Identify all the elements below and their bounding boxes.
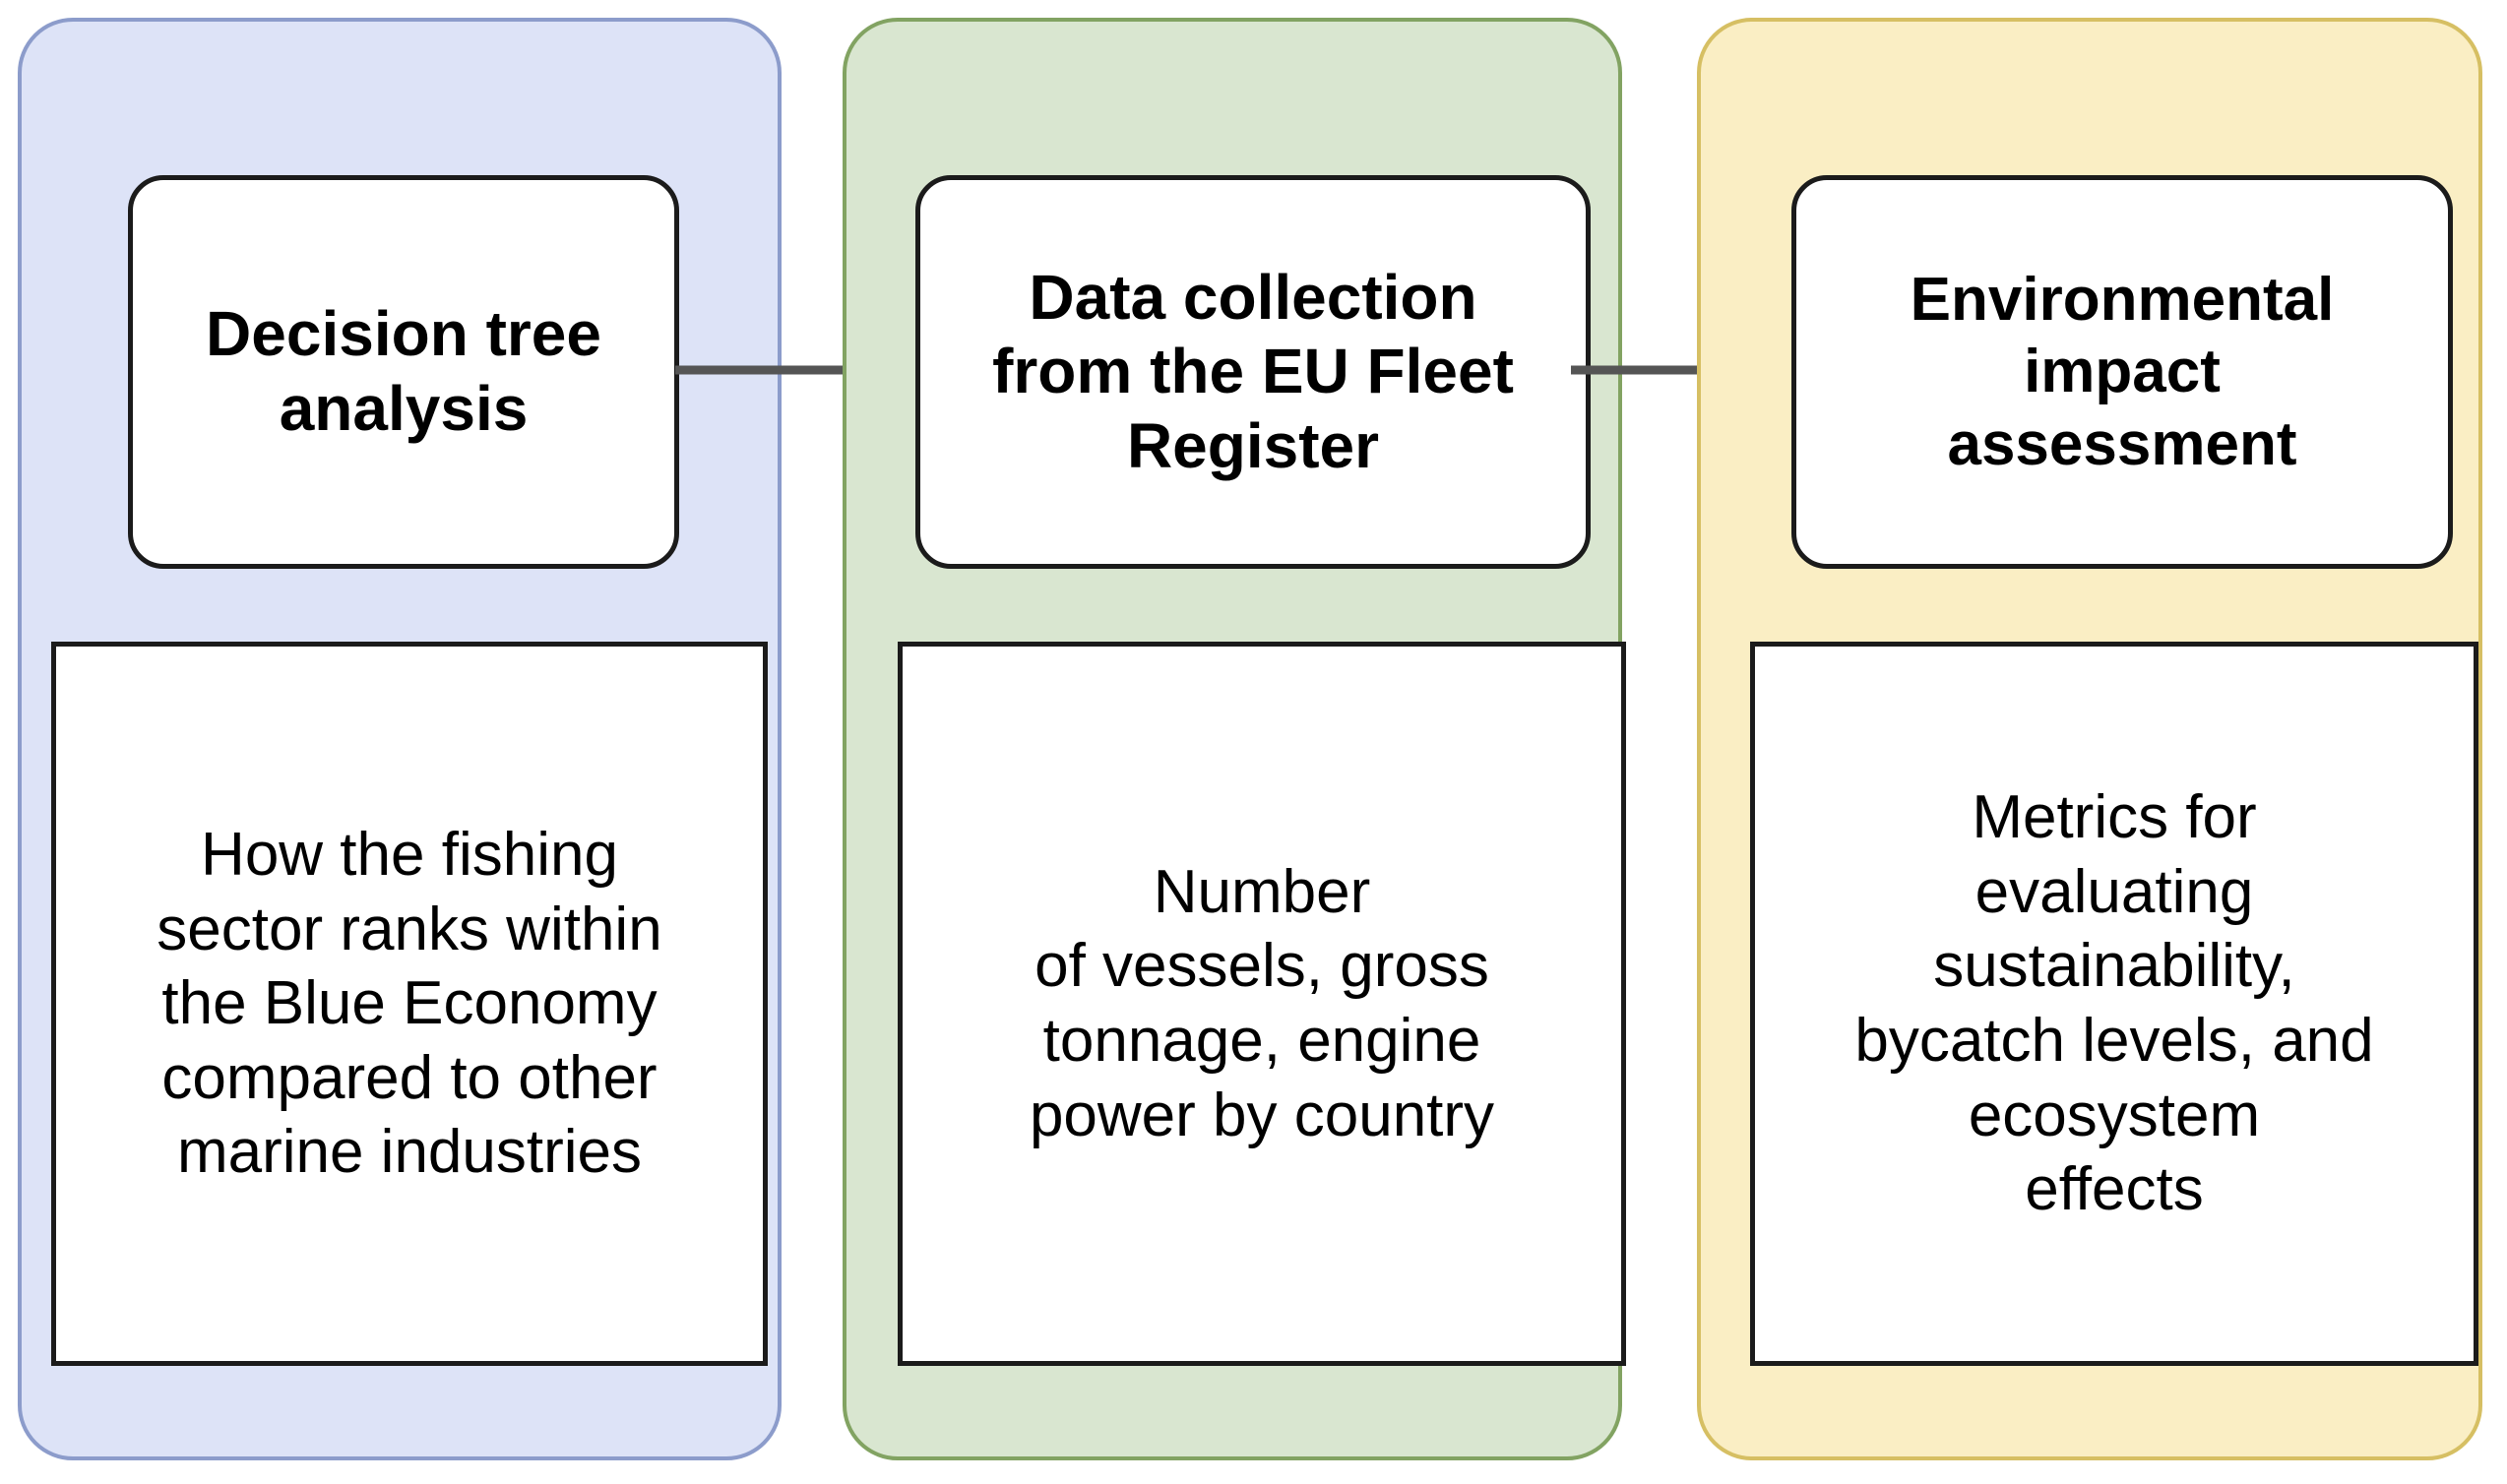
stage-3-title-text: Environmental impact assessment (1910, 266, 2335, 478)
stage-1-detail-text: How the fishing sector ranks within the … (157, 820, 662, 1187)
stage-1-title-text: Decision tree analysis (206, 298, 601, 444)
stage-3-detail-text: Metrics for evaluating sustainability, b… (1854, 783, 2374, 1224)
stage-3-detail-box[interactable]: Metrics for evaluating sustainability, b… (1750, 642, 2478, 1366)
stage-2-title-text: Data collection from the EU Fleet Regist… (992, 261, 1514, 481)
stage-2-detail-text: Number of vessels, gross tonnage, engine… (1029, 857, 1495, 1149)
stage-1-title-card[interactable]: Decision tree analysis (128, 175, 679, 569)
stage-1-detail-box[interactable]: How the fishing sector ranks within the … (51, 642, 768, 1366)
stage-2-detail-box[interactable]: Number of vessels, gross tonnage, engine… (898, 642, 1626, 1366)
stage-3-title-card[interactable]: Environmental impact assessment (1791, 175, 2453, 569)
stage-2-title-card[interactable]: Data collection from the EU Fleet Regist… (915, 175, 1591, 569)
